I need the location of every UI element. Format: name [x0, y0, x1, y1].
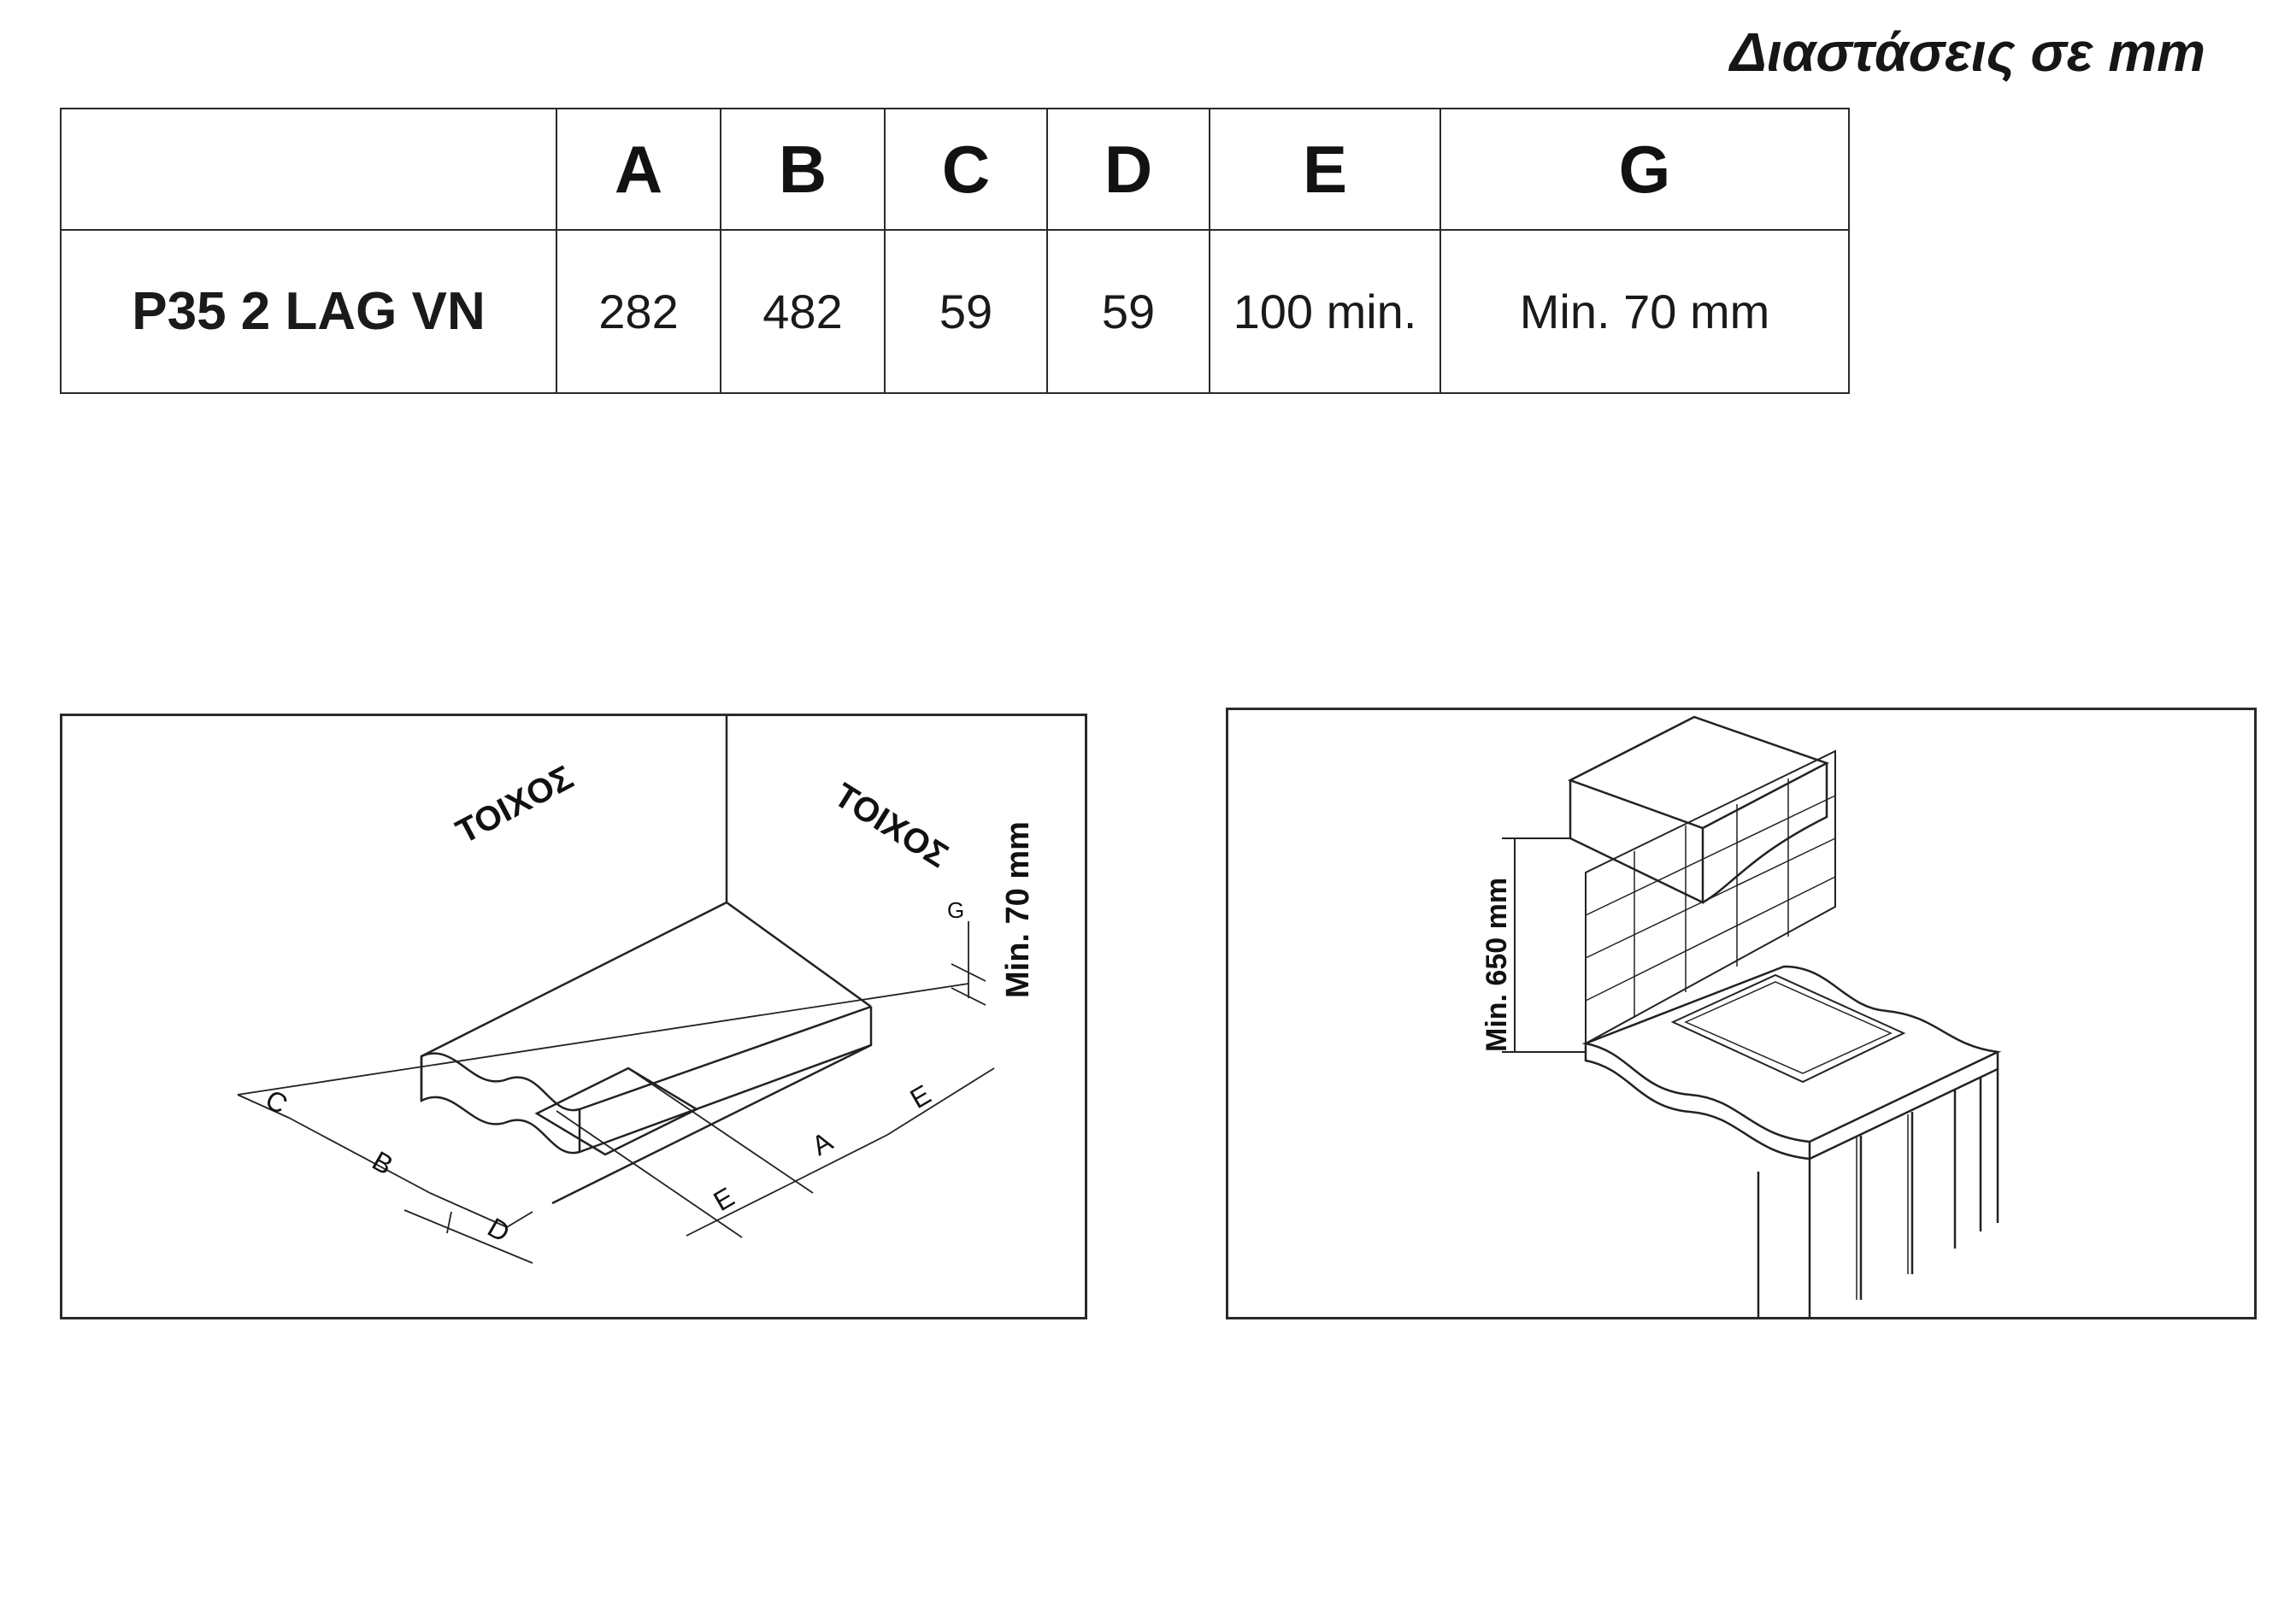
- table-corner-cell: [60, 108, 557, 231]
- value-cell-a: 282: [556, 229, 721, 394]
- dimension-lines: [237, 921, 995, 1264]
- min-650mm-label: Min. 650 mm: [1481, 878, 1513, 1052]
- units-title: Διαστάσεις σε mm: [1729, 21, 2205, 83]
- installation-dimensions-diagram: ΤΟΙΧΟΣ ΤΟΙΧΟΣ Min. 70 mm G C B D E A E: [60, 714, 1087, 1319]
- countertop-outline: [420, 716, 873, 1238]
- dimension-letter-a: A: [807, 1125, 839, 1161]
- column-header-d: D: [1046, 108, 1210, 231]
- dimension-letter-c: C: [261, 1084, 293, 1120]
- kitchen-drawing: Min. 650 mm: [1481, 715, 2002, 1317]
- value-cell-b: 482: [720, 229, 886, 394]
- hood-clearance-diagram: Min. 650 mm: [1226, 708, 2257, 1319]
- kitchen-outline: [1567, 715, 2002, 1317]
- column-header-c: C: [884, 108, 1048, 231]
- value-cell-c: 59: [884, 229, 1048, 394]
- table-header-row: A B C D E G: [60, 108, 1850, 231]
- installation-drawing: ΤΟΙΧΟΣ ΤΟΙΧΟΣ Min. 70 mm G C B D E A E: [237, 716, 1036, 1264]
- wall-label-right: ΤΟΙΧΟΣ: [827, 776, 955, 875]
- dimensions-table: A B C D E G P35 2 LAG VN 282 482 59 59 1…: [60, 108, 1850, 394]
- min-70mm-label: Min. 70 mm: [1000, 821, 1036, 998]
- column-header-a: A: [556, 108, 721, 231]
- dimension-letter-d: D: [483, 1212, 515, 1249]
- value-cell-g: Min. 70 mm: [1439, 229, 1850, 394]
- column-header-g: G: [1439, 108, 1850, 231]
- dimension-letter-b: B: [368, 1145, 398, 1181]
- value-cell-d: 59: [1046, 229, 1210, 394]
- model-name-cell: P35 2 LAG VN: [60, 229, 557, 394]
- height-dimension-line: [1502, 837, 1586, 1053]
- column-header-b: B: [720, 108, 886, 231]
- table-row: P35 2 LAG VN 282 482 59 59 100 min. Min.…: [60, 229, 1850, 394]
- dimension-letter-g: G: [947, 897, 964, 923]
- dimension-letter-e-side: E: [905, 1078, 936, 1114]
- value-cell-e: 100 min.: [1209, 229, 1441, 394]
- wall-label-left: ΤΟΙΧΟΣ: [450, 759, 580, 851]
- column-header-e: E: [1209, 108, 1441, 231]
